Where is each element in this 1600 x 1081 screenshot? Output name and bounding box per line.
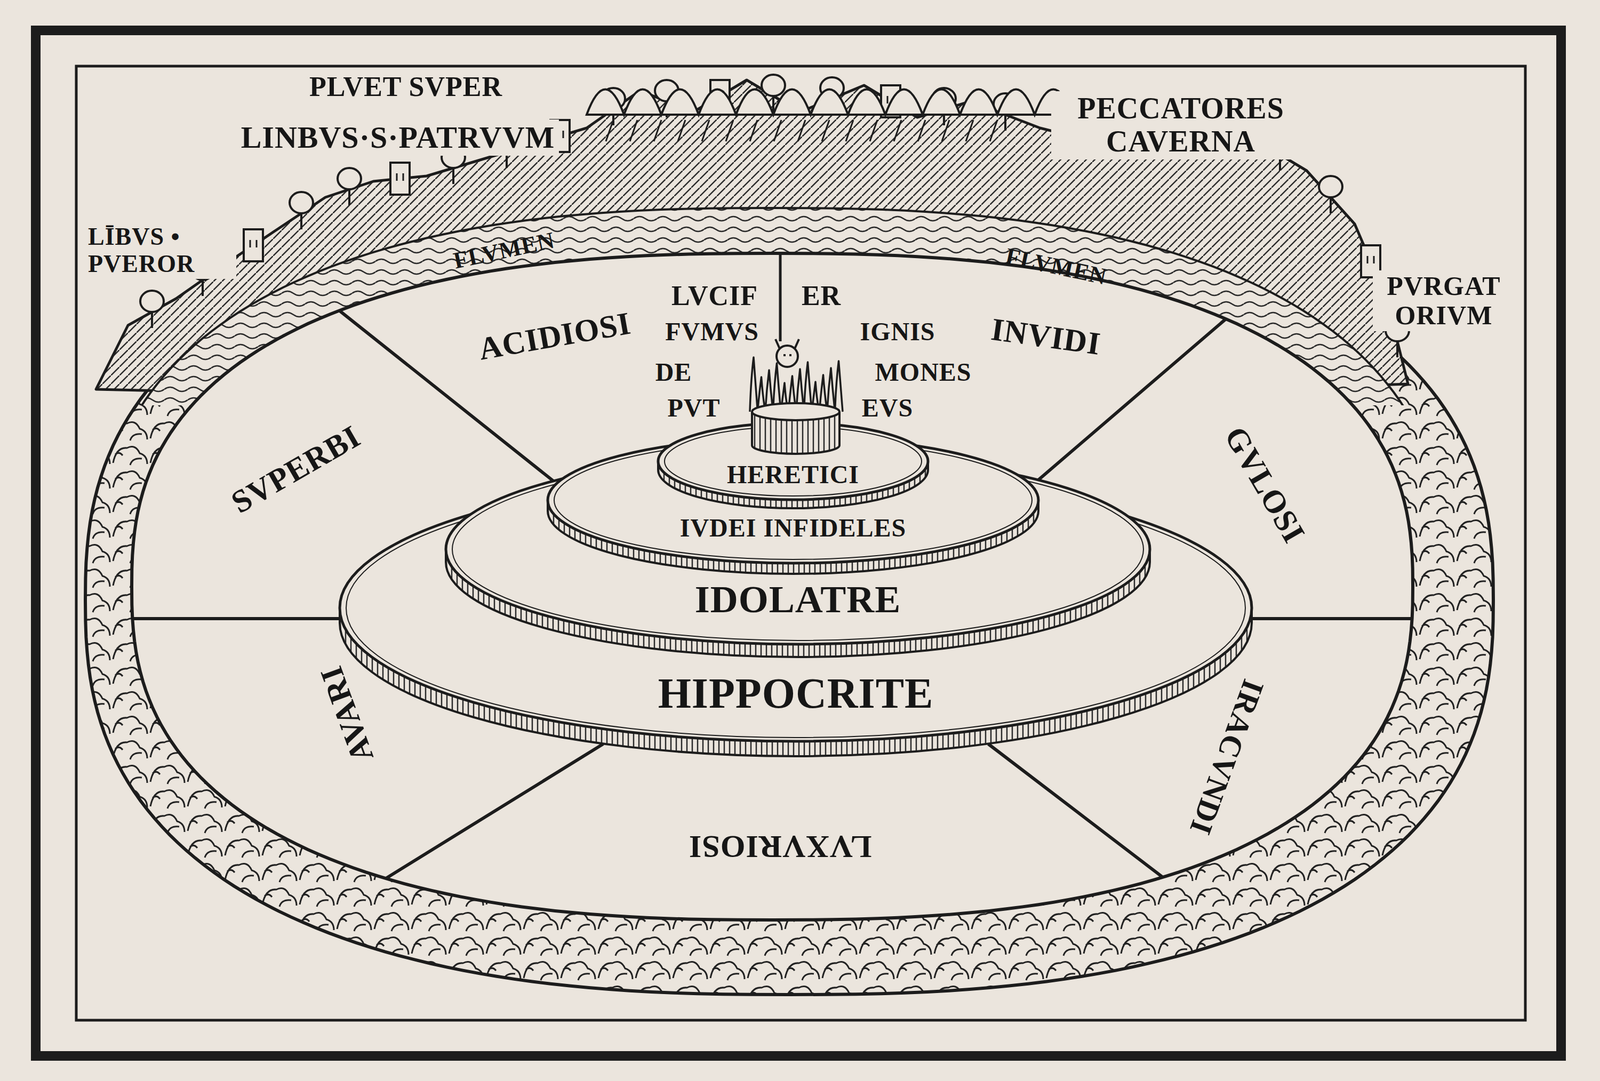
sector-name: SVPERBI (225, 418, 367, 521)
sector-name: GVLOSI (1218, 420, 1313, 549)
tier-name: HERETICI (726, 460, 860, 490)
tower-window (396, 173, 404, 181)
place-label: PLVET SVPER (305, 70, 507, 103)
inner-frame (76, 66, 1526, 1021)
place-label: FLVMEN (446, 225, 562, 277)
rain-stroke (941, 120, 950, 142)
rain-stroke (629, 120, 638, 142)
sector-line (988, 744, 1163, 877)
rain-stroke (965, 120, 974, 142)
place-label: FLVMEN (998, 241, 1114, 293)
sin-sector: LVXVRIOSI (685, 826, 876, 868)
sector-line (1250, 617, 1412, 621)
tier-name: IVDEI INFIDELES (680, 514, 907, 543)
place-label: PVRGAT ORIVM (1372, 270, 1515, 332)
rain-stroke (677, 120, 686, 142)
place-label: MONES (872, 358, 974, 387)
hell-floor (131, 253, 1413, 920)
sector-name: IRACVNDI (1182, 675, 1271, 840)
hell-tier: HERETICI (656, 420, 931, 511)
sector-name: AVARI (313, 661, 381, 767)
cloud (586, 89, 1072, 116)
place-label: EVS (859, 394, 916, 423)
tower (390, 162, 410, 195)
lucifer-horns (775, 339, 799, 356)
place-label: PVT (665, 394, 723, 423)
tower-window (1367, 256, 1374, 264)
place-label: LINBVS·S·PATRVVM (236, 119, 560, 156)
rain-stroke (701, 120, 710, 142)
sin-sector: GVLOSI (1213, 416, 1317, 554)
tree-crown (337, 168, 362, 190)
tree-crown (289, 192, 314, 214)
rocky-rim (85, 205, 1494, 995)
hell-tier: IDOLATRE IVDEI INFIDELES HERETICI (443, 452, 1152, 660)
rain-stroke (749, 120, 758, 142)
rain-stroke (989, 120, 998, 142)
tier-name: IDOLATRE (694, 578, 902, 621)
rain-stroke (653, 120, 662, 142)
sector-line (133, 617, 342, 621)
place-label: LVCIF (669, 280, 760, 311)
tree-crown (140, 290, 164, 312)
tower-window (250, 240, 257, 248)
rain-stroke (845, 120, 854, 142)
rain-stroke (821, 120, 830, 142)
place-label: DE (653, 358, 695, 387)
tier-name: HIPPOCRITE (658, 669, 934, 717)
well-top (752, 403, 840, 421)
rain-stroke (869, 120, 878, 142)
rain-stroke (605, 120, 614, 142)
rain-stroke (797, 120, 806, 142)
place-label: ER (799, 280, 844, 311)
sector-name: INVIDI (988, 311, 1103, 362)
sin-sector: INVIDI (985, 307, 1107, 366)
sector-name: ACIDIOSI (475, 305, 634, 367)
place-label: PECCATORES CAVERNA (1051, 91, 1311, 159)
tower (243, 229, 263, 262)
tree-crown (1318, 176, 1343, 198)
hell-tier: IVDEI INFIDELES HERETICI (545, 435, 1041, 576)
place-label: FVMVS (662, 317, 762, 347)
tree-crown (761, 74, 786, 96)
sin-sector: ACIDIOSI (472, 301, 637, 371)
sin-sector: IRACVNDI (1178, 670, 1275, 844)
rain-stroke (893, 120, 902, 142)
outer-frame (35, 30, 1562, 1056)
sin-sector: AVARI (308, 657, 384, 772)
place-label: LĪBVS • PVEROR (83, 222, 237, 279)
lucifer-line (779, 253, 782, 342)
rain-stroke (725, 120, 734, 142)
hell-tier: HIPPOCRITEIDOLATREIVDEI INFIDELESHERETIC… (337, 472, 1254, 759)
sin-sector: SVPERBI (221, 413, 372, 525)
sector-line (386, 744, 604, 879)
rain-stroke (917, 120, 926, 142)
sector-name: LVXVRIOSI (688, 829, 872, 865)
river (97, 208, 1447, 406)
place-label: IGNIS (857, 317, 938, 347)
rain-stroke (773, 120, 782, 142)
